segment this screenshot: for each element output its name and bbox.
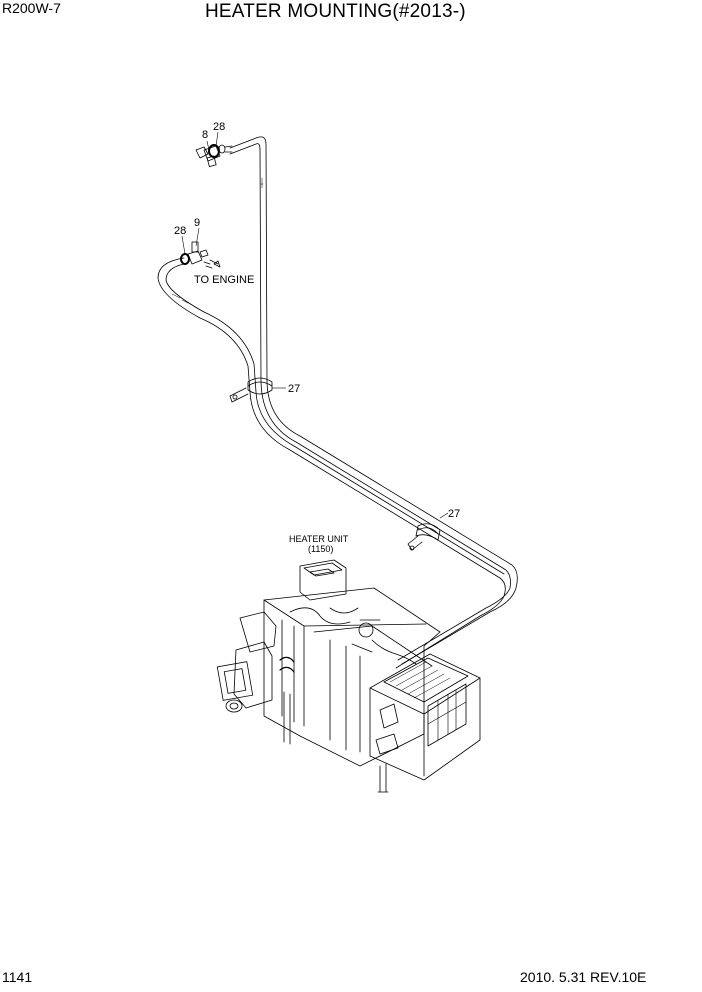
clamp-27-upper (229, 377, 273, 403)
to-engine-label: TO ENGINE (194, 274, 254, 286)
revision-date: 2010. 5.31 REV.10E (520, 969, 647, 985)
fitting-9-assembly (180, 241, 221, 269)
heater-unit-label: HEATER UNIT (289, 534, 349, 544)
fitting-8-assembly (195, 144, 233, 168)
callout-8: 8 (202, 129, 208, 141)
callout-28-lower: 28 (174, 225, 186, 237)
callout-27-lower: 27 (448, 508, 460, 520)
page-number: 1141 (2, 969, 33, 985)
model-label: R200W-7 (2, 0, 61, 16)
clamp-27-lower (407, 523, 441, 551)
heater-unit-part-number: (1150) (308, 544, 333, 554)
callout-28-upper: 28 (213, 121, 225, 133)
callout-27-upper: 27 (288, 383, 300, 395)
callout-leaders (181, 131, 449, 519)
heater-unit (216, 559, 481, 793)
page-title: HEATER MOUNTING(#2013-) (205, 1, 466, 22)
heater-hose-lower (157, 257, 506, 669)
heater-hose-upper (229, 136, 518, 665)
callout-9: 9 (194, 217, 200, 229)
